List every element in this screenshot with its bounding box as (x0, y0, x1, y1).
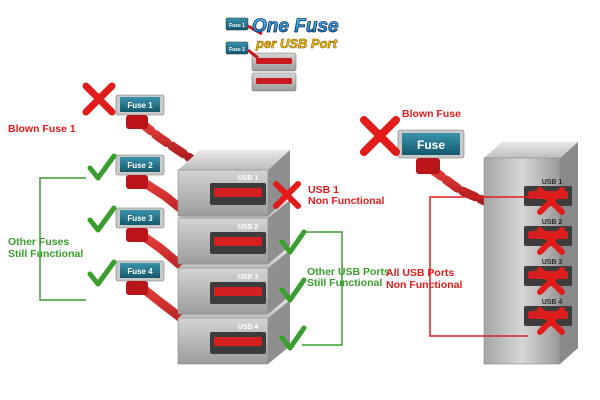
logo-mini-fuse-2-label: Fuse 2 (229, 47, 245, 53)
left-usb-port-3-label: USB 3 (238, 274, 259, 281)
logo-mini-graphic: Fuse 1 Fuse 2 (225, 17, 297, 92)
left-fuse-1-label: Fuse 1 (127, 101, 153, 110)
right-usb-port-3-label: USB 3 (542, 259, 563, 266)
cross-icon (537, 187, 565, 215)
left-fuse-2: Fuse 2 (115, 154, 165, 189)
other-fuses-bracket (39, 177, 86, 301)
left-fuse-2-label: Fuse 2 (127, 161, 153, 170)
all-ports-label-line2: Non Functional (386, 279, 462, 291)
left-fuse-3: Fuse 3 (115, 207, 165, 242)
other-ports-label-line1: Other USB Ports (307, 266, 390, 278)
check-icon (87, 205, 117, 233)
check-icon (279, 229, 307, 255)
right-usb-port-1-label: USB 1 (542, 179, 563, 186)
left-fuse-1: Fuse 1 (115, 94, 165, 129)
usb1-label-line1: USB 1 (308, 184, 339, 196)
other-fuses-label-line1: Other Fuses (8, 236, 69, 248)
left-usb-port-1-label: USB 1 (238, 175, 259, 182)
cross-icon (82, 82, 116, 116)
left-usb-stack: USB 4 USB 3 USB 2 (177, 150, 290, 365)
all-ports-label-line1: All USB Ports (386, 267, 454, 279)
right-diagram: USB 1 USB 2 USB 3 USB 4 (360, 108, 578, 365)
cross-icon (537, 307, 565, 335)
other-ports-bracket (302, 231, 343, 346)
check-icon (87, 153, 117, 181)
left-usb-port-1: USB 1 (177, 150, 290, 217)
left-fuses: Fuse 1 Fuse 2 Fuse 3 Fuse 4 (115, 94, 165, 295)
check-icon (279, 325, 307, 351)
other-ports-label-line2: Still Functional (307, 277, 382, 289)
left-fuse-4-label: Fuse 4 (127, 267, 153, 276)
left-blown-fuse-label: Blown Fuse 1 (8, 123, 76, 135)
left-fuse-3-label: Fuse 3 (127, 214, 153, 223)
check-icon (87, 259, 117, 287)
left-usb-port-4-label: USB 4 (238, 324, 259, 331)
logo-title-line2: per USB Port (255, 36, 338, 51)
logo: Fuse 1 Fuse 2 One Fuse per USB Port (225, 16, 339, 92)
right-fuse: Fuse (397, 129, 465, 174)
usb1-label-line2: Non Functional (308, 195, 384, 207)
cross-icon (273, 181, 301, 209)
cross-icon (360, 116, 400, 156)
left-usb-port-2-label: USB 2 (238, 224, 259, 231)
logo-mini-fuse-1-label: Fuse 1 (229, 23, 245, 29)
right-port-marks (537, 187, 565, 335)
left-port-marks (273, 181, 307, 351)
cross-icon (537, 267, 565, 295)
right-blown-fuse-label: Blown Fuse (402, 108, 461, 120)
check-icon (279, 277, 307, 303)
logo-title-line1: One Fuse (252, 16, 339, 37)
right-usb-port-4-label: USB 4 (542, 299, 563, 306)
left-fuse-4: Fuse 4 (115, 260, 165, 295)
other-fuses-label-line2: Still Functional (8, 248, 83, 260)
left-diagram: USB 4 USB 3 USB 2 (8, 82, 390, 365)
right-fuse-label: Fuse (417, 138, 445, 152)
right-usb-port-2-label: USB 2 (542, 219, 563, 226)
all-ports-bracket (429, 196, 528, 337)
cross-icon (537, 227, 565, 255)
left-fuse-marks (82, 82, 117, 287)
